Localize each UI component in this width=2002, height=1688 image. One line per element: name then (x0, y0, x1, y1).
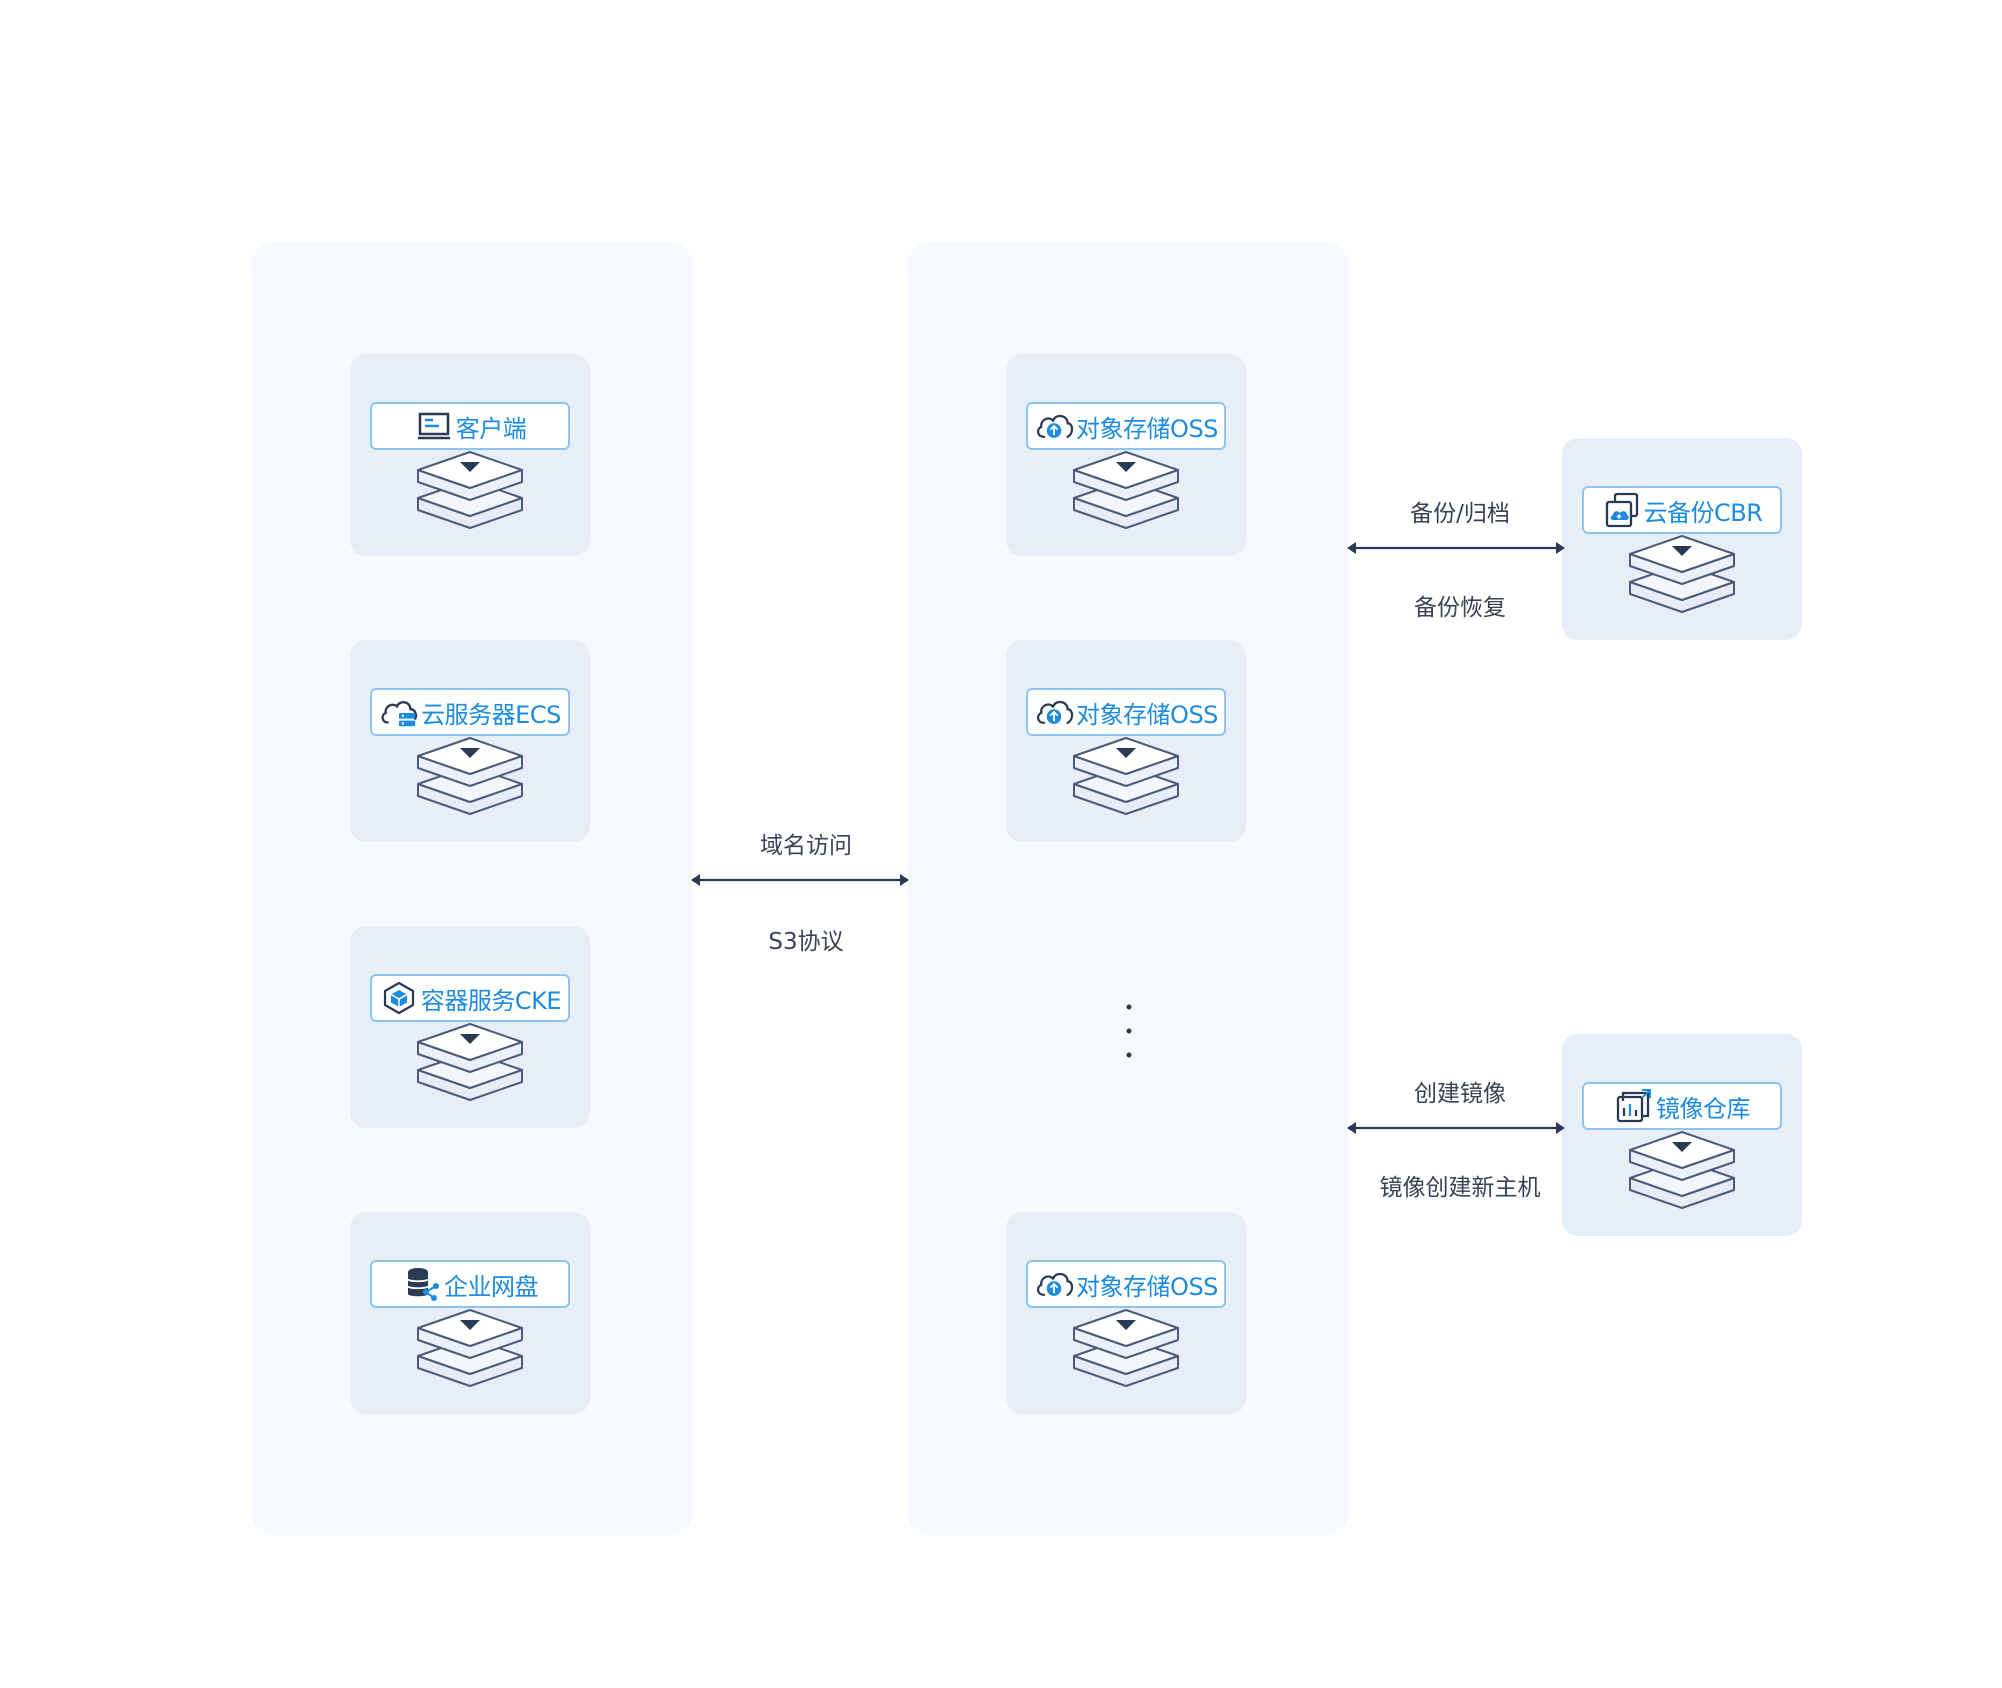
image-connection-top-label: 创建镜像 (1414, 1081, 1506, 1107)
backup-connection-bottom-label: 备份恢复 (1414, 595, 1506, 621)
database-share-icon (402, 1267, 442, 1301)
cloud-server-icon (379, 695, 419, 729)
client-label: 云服务器ECS (421, 700, 561, 729)
external-label: 镜像仓库 (1656, 1094, 1751, 1123)
storage-pill[interactable]: 对象存储OSS (1026, 402, 1226, 450)
client-card-desktop: 客户端 (350, 354, 590, 556)
layers-icon (1073, 451, 1179, 529)
storage-label: 对象存储OSS (1076, 1272, 1218, 1301)
client-label: 客户端 (455, 414, 527, 443)
bidirectional-arrow (1347, 1122, 1565, 1134)
desktop-icon (414, 409, 454, 443)
client-pill[interactable]: 云服务器ECS (370, 688, 570, 736)
storage-label: 对象存储OSS (1076, 700, 1218, 729)
backup-connection-top-label: 备份/归档 (1410, 501, 1510, 527)
storage-pill[interactable]: 对象存储OSS (1026, 1260, 1226, 1308)
external-card-cbr: 云备份CBR (1562, 438, 1802, 640)
cloud-upload-icon (1034, 409, 1074, 443)
client-card-netdisk: 企业网盘 (350, 1212, 590, 1414)
storage-label: 对象存储OSS (1076, 414, 1218, 443)
layers-icon (417, 451, 523, 529)
bidirectional-arrow (691, 874, 909, 886)
layers-icon (1629, 1131, 1735, 1209)
client-pill[interactable]: 容器服务CKE (370, 974, 570, 1022)
storage-card-oss-1: 对象存储OSS (1006, 354, 1246, 556)
layers-icon (417, 1309, 523, 1387)
cloud-upload-icon (1034, 1267, 1074, 1301)
container-icon (379, 981, 419, 1015)
layers-icon (1629, 535, 1735, 613)
backup-icon (1602, 492, 1642, 528)
ellipsis-icon (1126, 1004, 1132, 1058)
main-connection-bottom-label: S3协议 (768, 929, 844, 955)
cloud-upload-icon (1034, 695, 1074, 729)
bidirectional-arrow (1347, 542, 1565, 554)
storage-card-oss-3: 对象存储OSS (1006, 1212, 1246, 1414)
external-pill[interactable]: 云备份CBR (1582, 486, 1782, 534)
external-label: 云备份CBR (1643, 498, 1763, 527)
main-connection-top-label: 域名访问 (760, 833, 852, 859)
storage-pill[interactable]: 对象存储OSS (1026, 688, 1226, 736)
image-repo-icon (1614, 1089, 1654, 1123)
client-card-ecs: 云服务器ECS (350, 640, 590, 842)
client-pill[interactable]: 企业网盘 (370, 1260, 570, 1308)
layers-icon (1073, 1309, 1179, 1387)
client-pill[interactable]: 客户端 (370, 402, 570, 450)
client-label: 企业网盘 (444, 1272, 539, 1301)
external-card-image-repo: 镜像仓库 (1562, 1034, 1802, 1236)
external-pill[interactable]: 镜像仓库 (1582, 1082, 1782, 1130)
layers-icon (417, 1023, 523, 1101)
image-connection-bottom-label: 镜像创建新主机 (1379, 1175, 1541, 1201)
storage-card-oss-2: 对象存储OSS (1006, 640, 1246, 842)
client-label: 容器服务CKE (420, 986, 562, 1015)
layers-icon (1073, 737, 1179, 815)
client-card-cke: 容器服务CKE (350, 926, 590, 1128)
layers-icon (417, 737, 523, 815)
